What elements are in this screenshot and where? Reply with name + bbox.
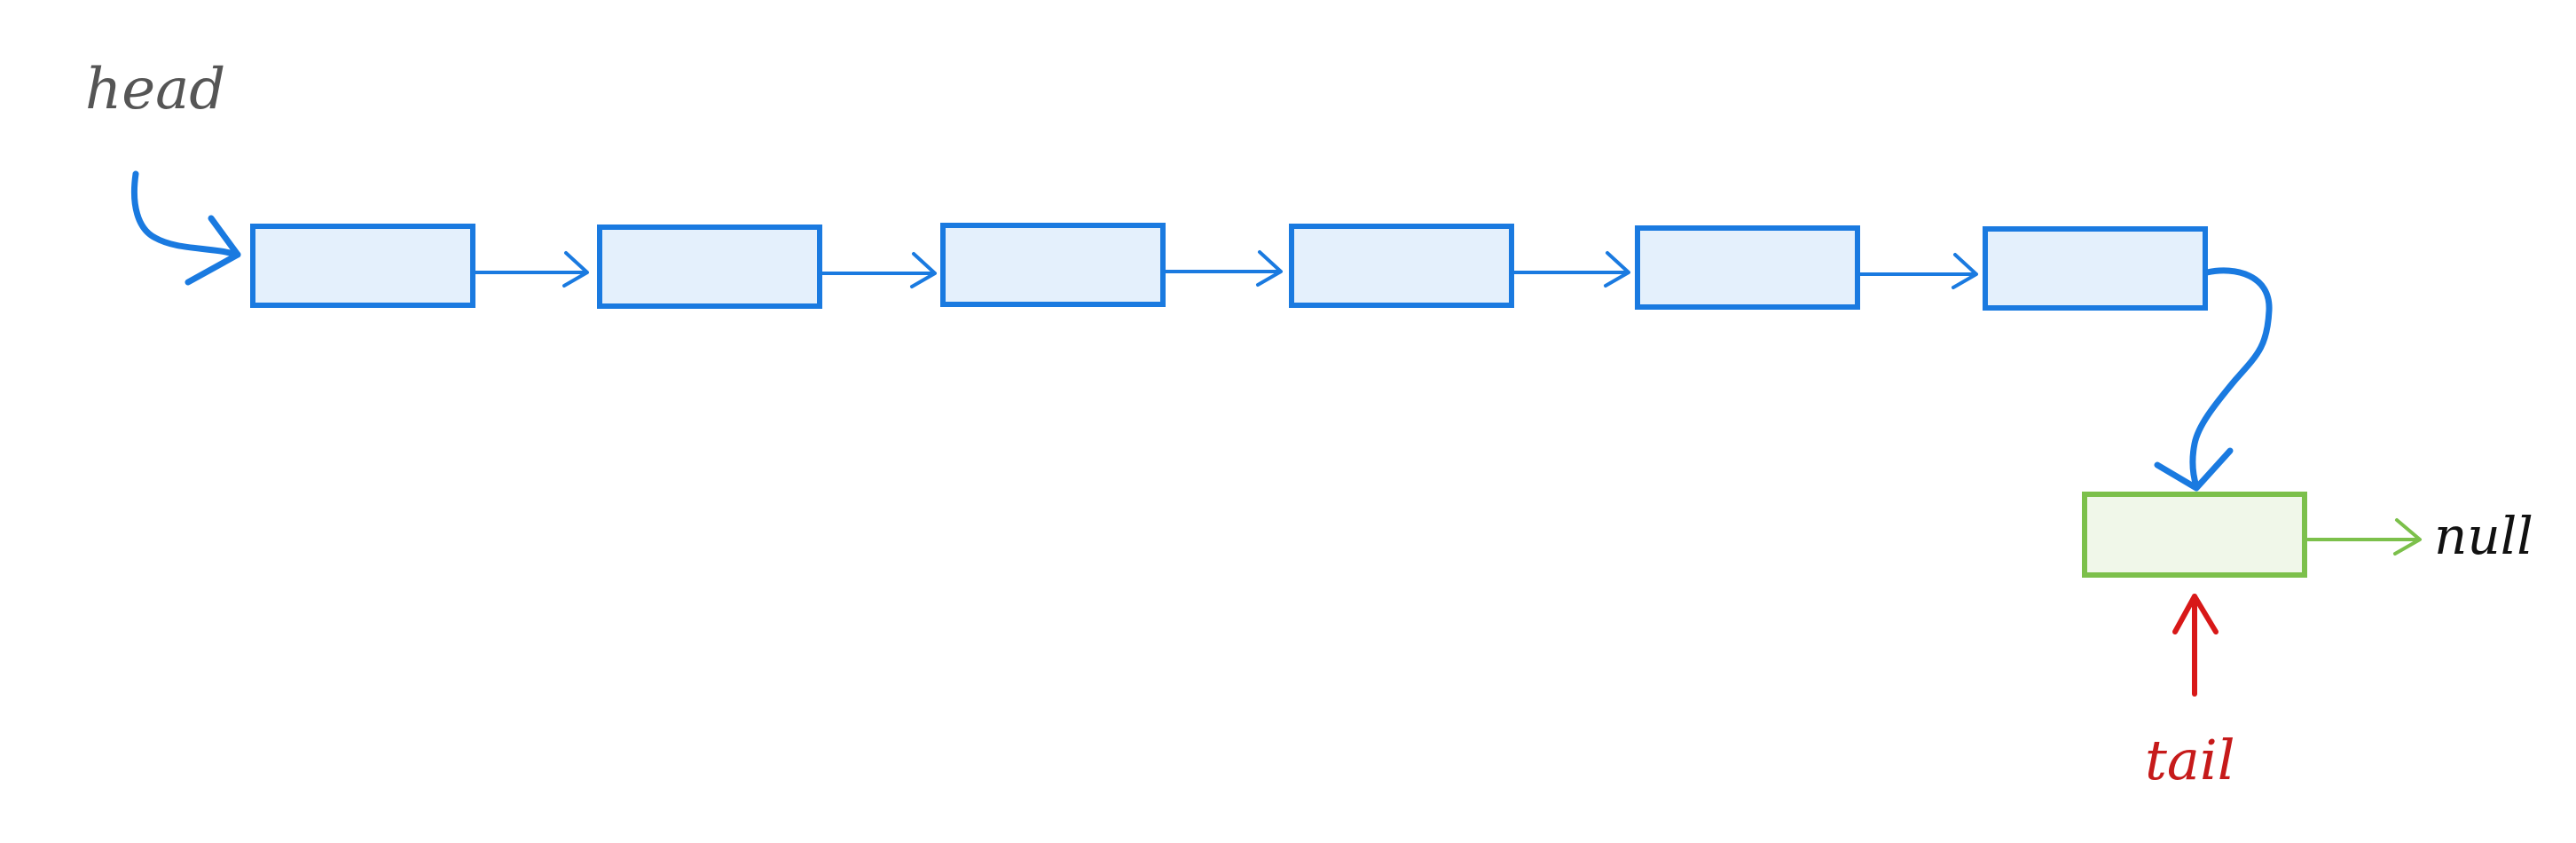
- tail-next-arrow-to-null: [2306, 518, 2422, 555]
- list-node-5: [1635, 225, 1860, 310]
- list-node-6: [1983, 226, 2208, 311]
- head-pointer-arrow: [130, 170, 241, 286]
- null-label: null: [2434, 506, 2533, 566]
- tail-node: [2082, 492, 2307, 578]
- list-nodes: [250, 223, 2208, 311]
- next-arrow-6-tail: [2154, 267, 2273, 492]
- next-arrow-2-3: [821, 252, 937, 288]
- next-arrow-1-2: [474, 251, 589, 288]
- list-node-1: [250, 224, 475, 308]
- tail-label: tail: [2145, 728, 2235, 792]
- next-arrow-3-4: [1164, 250, 1283, 287]
- list-node-4: [1289, 224, 1514, 308]
- tail-pointer-arrow: [2172, 594, 2219, 697]
- next-arrows: [474, 250, 1978, 289]
- next-arrow-4-5: [1512, 251, 1630, 288]
- list-node-3: [940, 223, 1166, 307]
- list-node-2: [597, 225, 822, 309]
- head-label: head: [85, 57, 225, 122]
- next-arrow-5-6: [1858, 253, 1978, 289]
